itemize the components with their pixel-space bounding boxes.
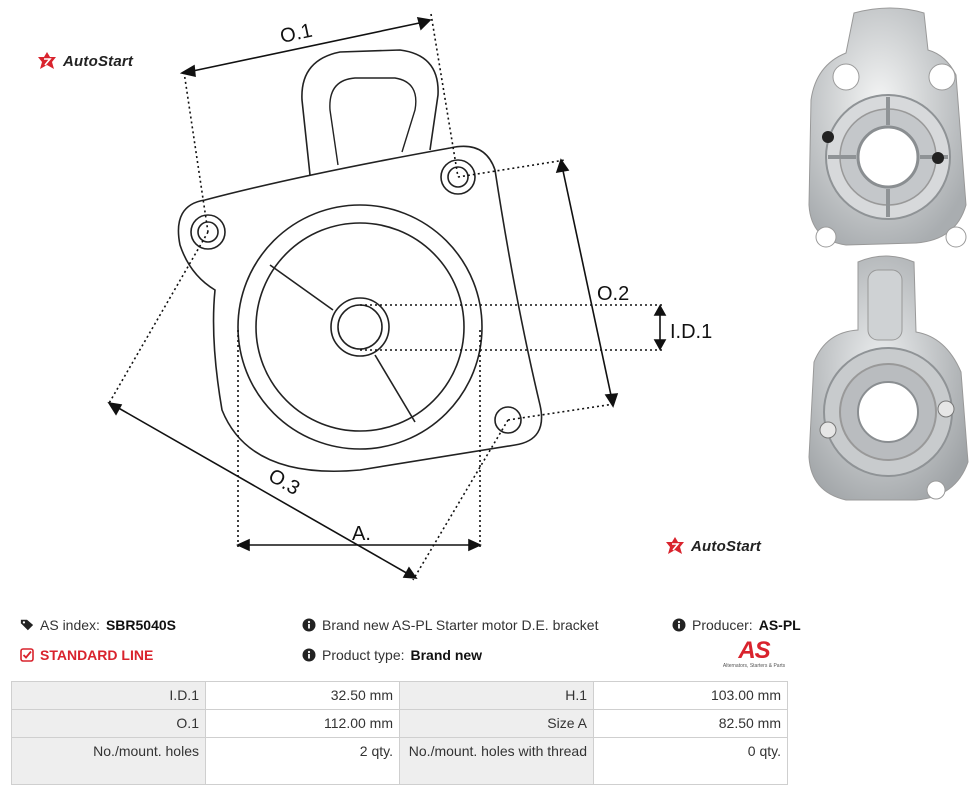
mount-hole-bottom (494, 406, 522, 434)
producer: Producer: AS-PL (672, 617, 801, 633)
autostart-star-icon (666, 537, 684, 554)
inner-ring (255, 222, 465, 432)
autostart-logo: AutoStart (36, 51, 133, 71)
as-index-value: SBR5040S (105, 617, 176, 633)
table-row: I.D.1 32.50 mm H.1 103.00 mm (11, 681, 788, 710)
mount-hole-top (447, 166, 469, 188)
table-row: No./mount. holes 2 qty. No./mount. holes… (11, 737, 788, 785)
info-circle-icon (302, 648, 316, 662)
spec-label: No./mount. holes with thread (399, 737, 594, 785)
label-o2: O.2 (597, 283, 629, 305)
standard-line: STANDARD LINE (20, 647, 153, 663)
producer-label: Producer: (692, 617, 753, 633)
product-type-value: Brand new (410, 647, 483, 663)
spec-value: 112.00 mm (205, 709, 400, 738)
as-index: AS index: SBR5040S (20, 617, 176, 633)
as-pl-logo-sub: Alternators, Starters & Parts (722, 663, 786, 669)
logo-text: AutoStart (691, 537, 762, 555)
technical-drawing: O.1 O.2 I.D.1 O.3 A. (107, 13, 712, 581)
mount-hole-left-ring (190, 214, 226, 250)
specs-table: I.D.1 32.50 mm H.1 103.00 mm O.1 112.00 … (11, 681, 788, 785)
spec-label: No./mount. holes (11, 737, 206, 785)
label-o1: O.1 (278, 20, 314, 48)
product-photo-rear (808, 255, 969, 501)
as-index-label: AS index: (40, 617, 100, 633)
mount-hole-left (197, 221, 219, 243)
spec-value: 32.50 mm (205, 681, 400, 710)
standard-line-label: STANDARD LINE (40, 647, 154, 663)
spec-label: H.1 (399, 681, 594, 710)
product-type: Product type: Brand new (302, 647, 482, 663)
top-loop-outer (301, 49, 439, 176)
spec-label: Size A (399, 709, 594, 738)
product-photo-front (808, 7, 967, 248)
description: Brand new AS-PL Starter motor D.E. brack… (302, 617, 599, 633)
spec-value: 0 qty. (593, 737, 788, 785)
description-text: Brand new AS-PL Starter motor D.E. brack… (322, 617, 599, 633)
info-circle-icon (672, 618, 686, 632)
spec-value: 82.50 mm (593, 709, 788, 738)
spec-value: 2 qty. (205, 737, 400, 785)
tags-icon (20, 619, 34, 631)
mount-hole-top-ring (440, 159, 476, 195)
check-square-icon (20, 648, 34, 662)
autostart-logo-bottom: AutoStart (664, 536, 761, 556)
logo-text: AutoStart (63, 52, 134, 70)
top-loop-inner (329, 77, 417, 166)
bore-inner (337, 304, 383, 350)
spec-value: 103.00 mm (593, 681, 788, 710)
label-a: A. (352, 523, 371, 545)
table-row: O.1 112.00 mm Size A 82.50 mm (11, 709, 788, 738)
bore-outer (330, 297, 390, 357)
info-circle-icon (302, 618, 316, 632)
as-pl-logo-mark: AS (738, 637, 770, 664)
spec-label: O.1 (11, 709, 206, 738)
producer-value: AS-PL (758, 617, 801, 633)
outer-ring (237, 204, 483, 450)
product-type-label: Product type: (322, 647, 405, 663)
spec-label: I.D.1 (11, 681, 206, 710)
label-id1: I.D.1 (670, 321, 712, 343)
bracket-outline (177, 145, 543, 473)
as-pl-logo: AS Alternators, Starters & Parts (716, 637, 792, 670)
autostart-star-icon (38, 52, 56, 69)
